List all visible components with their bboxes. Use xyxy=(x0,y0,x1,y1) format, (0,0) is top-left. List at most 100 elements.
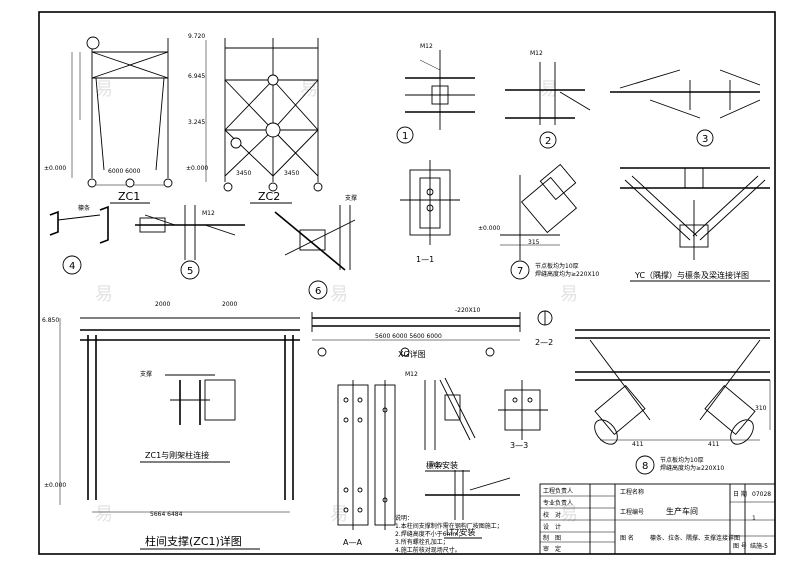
detail7-note-1: 节点板均为10厚 xyxy=(535,262,579,270)
xg-detail: 5600 6000 5600 6000 XG详图 -220X10 xyxy=(311,307,521,359)
detail6-brace-note: 支撑 xyxy=(345,194,357,202)
zc1-rigid-title: ZC1与刚架柱连接 xyxy=(145,450,209,460)
lt7-install: M12 LT7安装 xyxy=(425,462,520,539)
tb-sheet-value: 结施-5 xyxy=(750,542,768,550)
tb-date-label: 日 期 xyxy=(733,490,747,498)
detail7-note-2: 焊缝高度均为≥220X10 xyxy=(535,270,599,278)
title-block: 工程负责人 专业负责人 校 对 设 计 制 图 审 定 工程名称 工程编号 生产… xyxy=(539,483,776,555)
section-3-3-label: 3—3 xyxy=(510,441,528,450)
lt7-bolt-note: M12 xyxy=(430,462,443,469)
section-3-3: 3—3 xyxy=(498,380,548,450)
zc1-span-dim: 6000 6000 xyxy=(108,168,141,175)
detail-7-number: 7 xyxy=(517,266,523,277)
detail-2: M12 2 xyxy=(505,50,591,149)
watermark-layer: 易 易 易 易 易 易 易 易 易 xyxy=(95,79,578,525)
zc2-label: ZC2 xyxy=(258,190,280,203)
zc2-span-2: 3450 xyxy=(284,170,299,177)
watermark: 易 xyxy=(330,284,348,305)
bracing-dim-2000a: 2000 xyxy=(155,301,170,308)
detail-6-number: 6 xyxy=(315,286,321,297)
detail-3-number: 3 xyxy=(702,134,708,145)
section-a-a: A—A xyxy=(337,380,396,547)
detail-8: 411 411 310 8 节点板均为10厚 焊缝高度均为≥220X10 xyxy=(575,329,771,475)
sheet-border xyxy=(38,11,776,555)
detail-3: 3 xyxy=(610,69,761,147)
note-line-2: 2.焊缝高度不小于6mm； xyxy=(395,530,464,538)
tb-project-value: 生产车间 xyxy=(666,506,698,516)
tb-project-label: 工程名称 xyxy=(620,488,644,496)
detail1-bolt-note: M12 xyxy=(420,43,433,50)
lt7-title: LT7安装 xyxy=(446,527,475,537)
detail-7: 315 ±0.000 7 节点板均为10厚 焊缝高度均为≥220X10 xyxy=(478,163,599,280)
notes-title: 说明： xyxy=(395,514,413,522)
detail-8-number: 8 xyxy=(642,461,648,472)
tb-row-6: 审 定 xyxy=(543,545,561,553)
detail2-bolt-note: M12 xyxy=(530,50,543,57)
detail8-dim-411a: 411 xyxy=(632,441,644,448)
general-notes: 说明： 1.本柱间支撑制作需在钢构厂按图施工； 2.焊缝高度不小于6mm； 3.… xyxy=(395,514,503,554)
column-bracing-detail: 6.850 ±0.000 5664 6484 2000 2000 支撑 ZC1与… xyxy=(42,301,300,550)
tb-row-5: 制 图 xyxy=(543,534,561,542)
zc2-elev-base: ±0.000 xyxy=(186,165,208,172)
watermark: 易 xyxy=(95,504,113,525)
section-2-2-label: 2—2 xyxy=(535,338,553,347)
section-1-1-label: 1—1 xyxy=(416,255,434,264)
tb-page: 1 xyxy=(752,515,756,522)
purlin-install-title: 檩条安装 xyxy=(426,460,458,470)
section-2-2: 2—2 xyxy=(535,310,553,347)
tb-no-value: 07028 xyxy=(752,491,771,498)
zc1-elevation: 6000 6000 ±0.000 ZC1 xyxy=(44,36,173,204)
watermark: 易 xyxy=(95,79,113,100)
detail-1: M12 1 xyxy=(396,43,475,144)
tb-row-4: 设 计 xyxy=(543,523,561,531)
detail-2-number: 2 xyxy=(545,136,551,147)
bracing-brace-note: 支撑 xyxy=(140,370,152,378)
bracing-top-elev: 6.850 xyxy=(42,317,59,324)
purlin-bolt-note: M12 xyxy=(405,371,418,378)
column-bracing-title: 柱间支撑(ZC1)详图 xyxy=(145,534,242,548)
xg-thk-note: -220X10 xyxy=(455,307,481,314)
bracing-base-elev: ±0.000 xyxy=(44,482,66,489)
xg-dims: 5600 6000 5600 6000 xyxy=(375,333,442,340)
section-1-1: 1—1 xyxy=(400,160,460,264)
watermark: 易 xyxy=(560,504,578,525)
watermark: 易 xyxy=(330,504,348,525)
detail8-dim-310: 310 xyxy=(755,405,767,412)
detail8-note-2: 焊缝高度均为≥220X10 xyxy=(660,464,724,472)
detail4-purlin-note: 檩条 xyxy=(78,204,90,212)
yc-title: YC（隅撑）与檩条及梁连接详图 xyxy=(634,270,749,280)
watermark: 易 xyxy=(560,284,578,305)
tb-row-1: 工程负责人 xyxy=(543,487,573,495)
note-line-3: 3.所有螺栓孔加工； xyxy=(395,538,449,546)
yc-detail: YC（隅撑）与檩条及梁连接详图 xyxy=(620,167,770,282)
tb-no-label: 工程编号 xyxy=(620,508,644,516)
tb-row-3: 校 对 xyxy=(543,511,561,519)
tb-sheet-label: 图 号 xyxy=(733,543,747,550)
detail-6: 支撑 6 xyxy=(274,194,357,300)
detail8-note-1: 节点板均为10厚 xyxy=(660,456,704,464)
zc2-elevation: 9.720 6.945 3.245 ±0.000 3450 3450 ZC2 xyxy=(186,33,323,204)
note-line-1: 1.本柱间支撑制作需在钢构厂按图施工； xyxy=(395,522,503,530)
detail7-dim-315: 315 xyxy=(528,239,540,246)
tb-drawing-label: 图 名 xyxy=(620,534,634,542)
note-line-4: 4.施工前核对现场尺寸。 xyxy=(395,546,461,554)
detail5-bolt-note: M12 xyxy=(202,210,215,217)
section-a-a-label: A—A xyxy=(343,538,362,547)
detail7-elev: ±0.000 xyxy=(478,225,500,232)
bracing-span-dim: 5664 6484 xyxy=(150,511,183,518)
zc2-span-1: 3450 xyxy=(236,170,251,177)
zc2-elev-top: 9.720 xyxy=(188,33,205,40)
detail-1-number: 1 xyxy=(402,131,408,142)
watermark: 易 xyxy=(95,284,113,305)
detail-5-number: 5 xyxy=(187,266,193,277)
detail-4: 檩条 4 xyxy=(49,204,109,275)
zc1-ground-elev: ±0.000 xyxy=(44,165,66,172)
zc2-elev-2: 6.945 xyxy=(188,73,205,80)
zc2-elev-3: 3.245 xyxy=(188,119,205,126)
tb-row-2: 专业负责人 xyxy=(543,499,573,507)
xg-title: XG详图 xyxy=(398,349,426,359)
zc1-label: ZC1 xyxy=(118,190,140,203)
detail-5: M12 5 xyxy=(135,205,245,280)
